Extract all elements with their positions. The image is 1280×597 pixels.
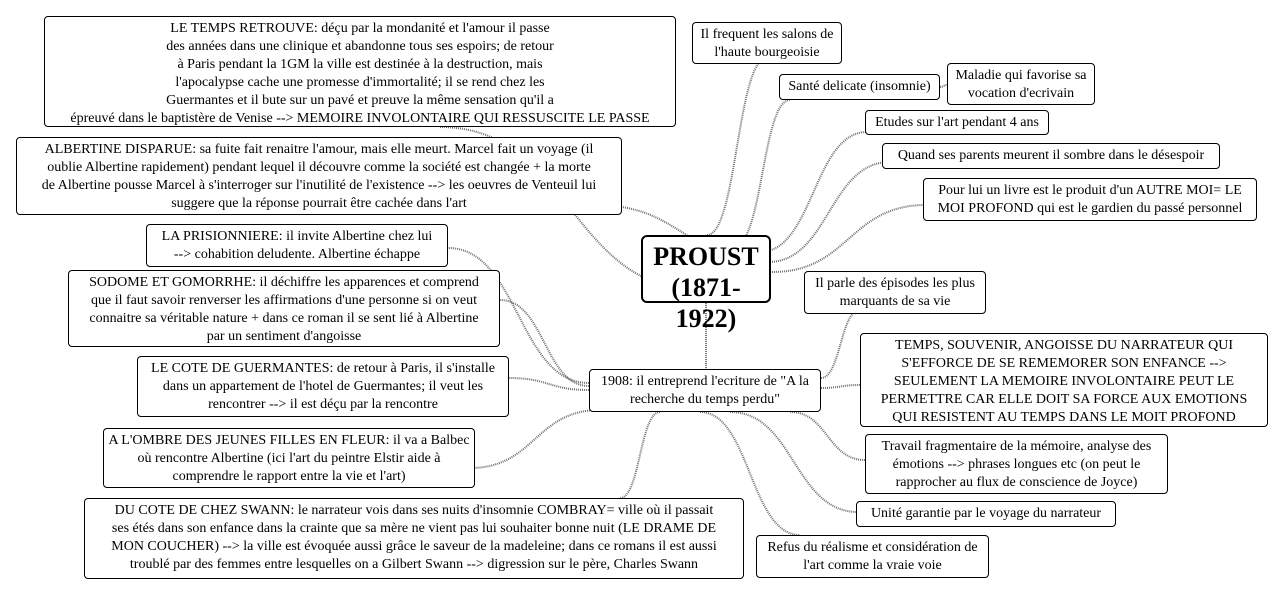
node-sante[interactable]: Santé delicate (insomnie) (779, 74, 940, 100)
node-albertine-disparue[interactable]: ALBERTINE DISPARUE: sa fuite fait renait… (16, 137, 622, 215)
node-salons[interactable]: Il frequent les salons de l'haute bourge… (692, 22, 842, 64)
node-maladie[interactable]: Maladie qui favorise sa vocation d'ecriv… (947, 63, 1095, 105)
link-hub-ombre (469, 409, 601, 469)
node-prisonniere[interactable]: LA PRISIONNIERE: il invite Albertine che… (146, 224, 448, 267)
node-temps-retrouve[interactable]: LE TEMPS RETROUVE: déçu par la mondanité… (44, 16, 676, 127)
link-central-sante (734, 99, 791, 246)
link-hub-episodes (820, 309, 861, 379)
node-sodome[interactable]: SODOME ET GOMORRHE: il déchiffre les app… (68, 270, 500, 347)
link-central-livre (771, 204, 927, 273)
link-hub-temps (820, 384, 861, 389)
node-guermantes[interactable]: LE COTE DE GUERMANTES: de retour à Paris… (137, 356, 509, 417)
link-central-etudes (759, 131, 868, 253)
link-central-parents (767, 161, 891, 263)
link-hub-swann (619, 411, 661, 499)
link-hub-sodome (499, 299, 590, 387)
link-central-salons (706, 57, 768, 236)
link-hub-refus (699, 411, 801, 536)
hub-node-1908[interactable]: 1908: il entreprend l'ecriture de "A la … (589, 369, 821, 412)
link-hub-unite (729, 411, 859, 513)
link-hub-prisonniere (447, 247, 590, 384)
link-hub-travail (789, 411, 866, 461)
node-livre[interactable]: Pour lui un livre est le produit d'un AU… (923, 178, 1257, 221)
node-parents[interactable]: Quand ses parents meurent il sombre dans… (882, 143, 1220, 169)
link-hub-guermantes (508, 377, 590, 391)
node-etudes[interactable]: Etudes sur l'art pendant 4 ans (865, 110, 1049, 135)
node-swann[interactable]: DU COTE DE CHEZ SWANN: le narrateur vois… (84, 498, 744, 579)
node-travail[interactable]: Travail fragmentaire de la mémoire, anal… (865, 434, 1168, 494)
node-refus[interactable]: Refus du réalisme et considération de l'… (756, 535, 989, 578)
node-episodes[interactable]: Il parle des épisodes les plus marquants… (804, 271, 986, 314)
link-sante-maladie (939, 84, 948, 88)
node-temps[interactable]: TEMPS, SOUVENIR, ANGOISSE DU NARRATEUR Q… (860, 333, 1268, 427)
node-unite[interactable]: Unité garantie par le voyage du narrateu… (856, 501, 1116, 527)
central-node-proust[interactable]: PROUST (1871-1922) (641, 235, 771, 333)
node-ombre[interactable]: A L'OMBRE DES JEUNES FILLES EN FLEUR: il… (103, 428, 475, 488)
